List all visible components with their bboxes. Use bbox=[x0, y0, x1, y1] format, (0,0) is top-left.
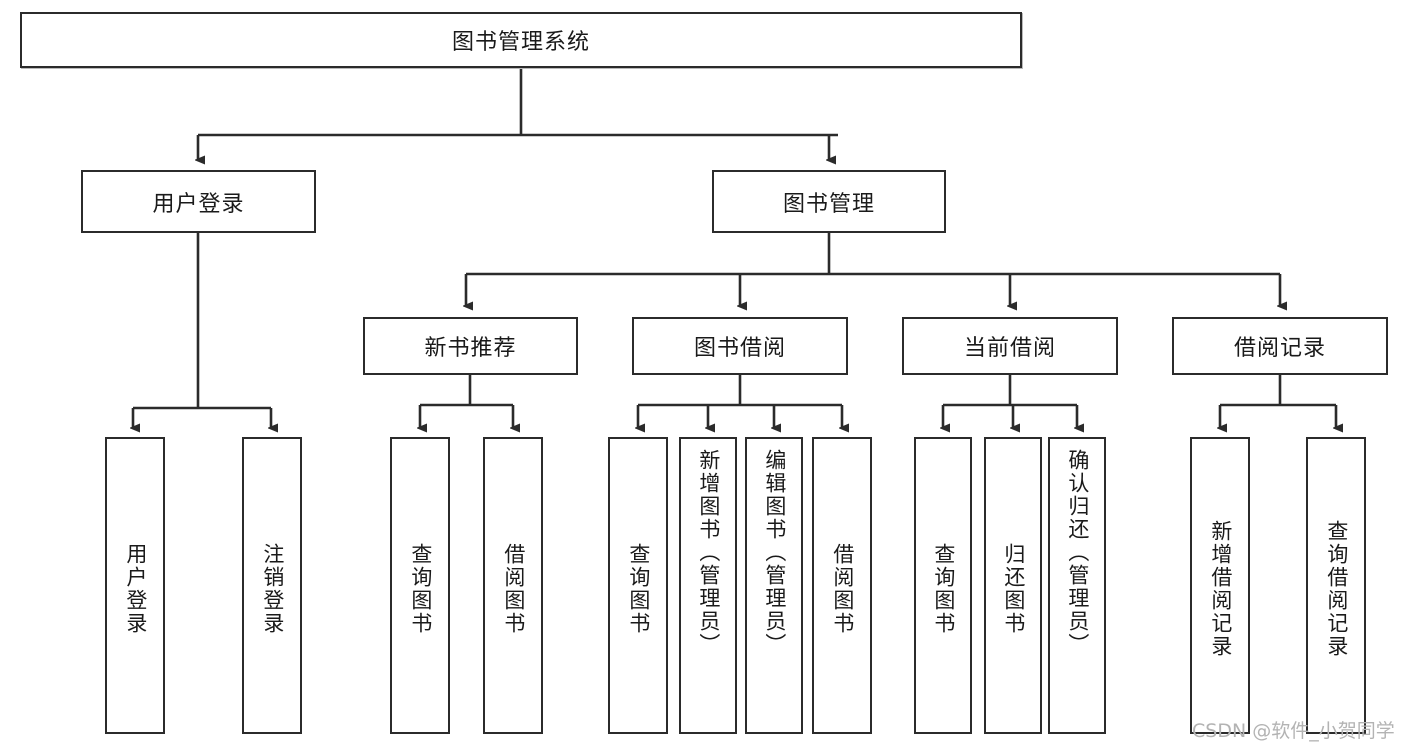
watermark: CSDN @软件_小贺同学 bbox=[1192, 720, 1395, 742]
leaf-add-book-admin[interactable]: 新增图书（管理员） bbox=[679, 437, 737, 734]
node-book-management[interactable]: 图书管理 bbox=[712, 170, 946, 233]
leaf-content: 新增图书（管理员） bbox=[681, 445, 735, 736]
leaf-query-book-recommend[interactable]: 查询图书 bbox=[390, 437, 450, 734]
leaf-label: 查询图书 bbox=[931, 542, 956, 635]
node-label: 图书管理 bbox=[782, 191, 875, 217]
leaf-label: 新增借阅记录 bbox=[1208, 519, 1233, 658]
node-label: 图书管理系统 bbox=[451, 30, 590, 55]
node-label: 借阅记录 bbox=[1233, 336, 1326, 361]
leaf-label: 查询图书 bbox=[626, 542, 651, 635]
leaf-borrow-book[interactable]: 借阅图书 bbox=[812, 437, 872, 734]
leaf-return-book[interactable]: 归还图书 bbox=[984, 437, 1042, 734]
leaf-content: 归还图书 bbox=[986, 445, 1040, 732]
leaf-user-login[interactable]: 用户登录 bbox=[105, 437, 165, 734]
node-new-book-recommend[interactable]: 新书推荐 bbox=[363, 317, 578, 375]
leaf-label: 查询图书 bbox=[408, 542, 433, 635]
leaf-content: 查询图书 bbox=[392, 445, 448, 732]
leaf-label: 新增图书（管理员） bbox=[696, 449, 721, 656]
leaf-content: 查询借阅记录 bbox=[1308, 445, 1364, 732]
leaf-content: 用户登录 bbox=[107, 445, 163, 732]
leaf-label: 注销登录 bbox=[260, 542, 285, 635]
leaf-label: 查询借阅记录 bbox=[1324, 519, 1349, 658]
node-root-book-management-system[interactable]: 图书管理系统 bbox=[20, 12, 1022, 68]
node-book-borrow[interactable]: 图书借阅 bbox=[632, 317, 848, 375]
leaf-confirm-return-admin[interactable]: 确认归还（管理员） bbox=[1048, 437, 1106, 734]
leaf-label: 用户登录 bbox=[123, 542, 148, 635]
leaf-content: 编辑图书（管理员） bbox=[747, 445, 801, 736]
leaf-content: 新增借阅记录 bbox=[1192, 445, 1248, 732]
leaf-label: 确认归还（管理员） bbox=[1065, 449, 1090, 656]
node-label: 用户登录 bbox=[152, 191, 245, 217]
leaf-edit-book-admin[interactable]: 编辑图书（管理员） bbox=[745, 437, 803, 734]
node-user-login[interactable]: 用户登录 bbox=[81, 170, 316, 233]
node-label: 新书推荐 bbox=[424, 336, 517, 361]
leaf-add-borrow-record[interactable]: 新增借阅记录 bbox=[1190, 437, 1250, 734]
leaf-label: 编辑图书（管理员） bbox=[762, 449, 787, 656]
leaf-content: 借阅图书 bbox=[485, 445, 541, 732]
leaf-content: 借阅图书 bbox=[814, 445, 870, 732]
leaf-label: 借阅图书 bbox=[501, 542, 526, 635]
leaf-logout[interactable]: 注销登录 bbox=[242, 437, 302, 734]
leaf-query-book-current[interactable]: 查询图书 bbox=[914, 437, 972, 734]
node-current-borrow[interactable]: 当前借阅 bbox=[902, 317, 1118, 375]
node-label: 当前借阅 bbox=[963, 336, 1056, 361]
leaf-query-borrow-record[interactable]: 查询借阅记录 bbox=[1306, 437, 1366, 734]
node-borrow-record[interactable]: 借阅记录 bbox=[1172, 317, 1388, 375]
leaf-borrow-book-recommend[interactable]: 借阅图书 bbox=[483, 437, 543, 734]
leaf-content: 注销登录 bbox=[244, 445, 300, 732]
leaf-label: 归还图书 bbox=[1001, 542, 1026, 635]
leaf-content: 查询图书 bbox=[610, 445, 666, 732]
leaf-query-book-borrow[interactable]: 查询图书 bbox=[608, 437, 668, 734]
leaf-content: 确认归还（管理员） bbox=[1050, 445, 1104, 736]
leaf-content: 查询图书 bbox=[916, 445, 970, 732]
leaf-label: 借阅图书 bbox=[830, 542, 855, 635]
node-label: 图书借阅 bbox=[693, 336, 786, 361]
